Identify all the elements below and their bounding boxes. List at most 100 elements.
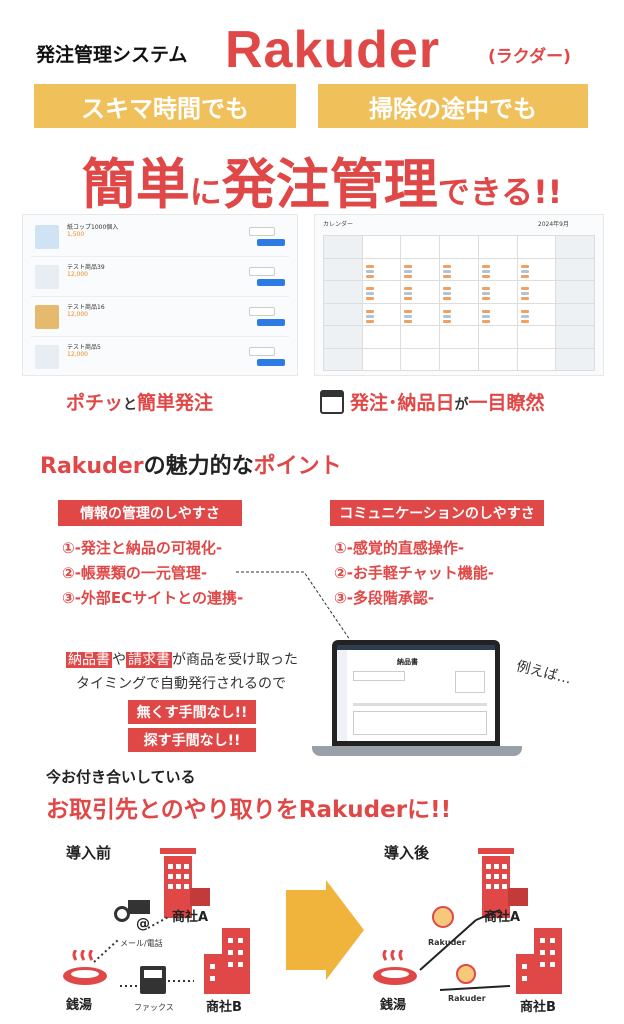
quantity-stepper[interactable] <box>249 307 275 316</box>
calendar-cell[interactable] <box>517 348 557 371</box>
rakuder-label: Rakuder <box>448 994 486 1003</box>
calendar-cell[interactable] <box>478 326 518 349</box>
calendar-mark <box>404 287 413 290</box>
caption-left: ポチッ と 簡単発注 <box>66 388 213 415</box>
calendar-mark <box>481 292 490 295</box>
headline-part: 簡単 <box>81 153 190 216</box>
calendar-cell[interactable] <box>556 348 595 371</box>
calendar-cell[interactable] <box>324 326 363 349</box>
add-to-cart-button[interactable] <box>257 319 285 326</box>
list-item: ①-発注と納品の可視化- <box>62 539 223 557</box>
bathhouse-label: 銭湯 <box>380 998 407 1013</box>
calendar-cell[interactable] <box>556 303 595 326</box>
quantity-stepper[interactable] <box>249 347 275 356</box>
fax-icon <box>140 966 166 994</box>
calendar-cell[interactable] <box>556 281 595 304</box>
company-b-label: 商社B <box>206 1000 242 1015</box>
calendar-mark <box>481 264 490 268</box>
calendar-cell[interactable] <box>401 236 441 259</box>
calendar-cell[interactable] <box>440 258 479 281</box>
calendar-mark <box>520 319 529 323</box>
calendar-mark <box>520 309 529 313</box>
calendar-cell[interactable] <box>362 303 402 326</box>
calendar-cell[interactable] <box>517 281 557 304</box>
list-item: ③-多段階承認- <box>334 589 435 607</box>
calendar-cell[interactable] <box>440 303 479 326</box>
calendar-cell[interactable] <box>324 348 363 371</box>
calendar-icon <box>320 390 344 414</box>
calendar-cell[interactable] <box>362 326 402 349</box>
arrow-right-icon <box>286 880 364 980</box>
calendar-mark <box>404 264 413 268</box>
highlight-word: 納品書 <box>66 652 112 668</box>
after-label: 導入後 <box>384 844 430 862</box>
calendar-cell[interactable] <box>324 281 363 304</box>
building-icon <box>468 848 528 918</box>
calendar-cell[interactable] <box>440 326 479 349</box>
list-item: ①-感覚的直感操作- <box>334 539 465 557</box>
calendar-cell[interactable] <box>517 326 557 349</box>
rakuder-logo-icon <box>456 964 476 984</box>
calendar-cell[interactable] <box>401 326 441 349</box>
partners-sub: 今お付き合いしている <box>46 768 196 786</box>
calendar-cell[interactable] <box>401 303 441 326</box>
calendar-cell[interactable] <box>478 258 518 281</box>
calendar-mark <box>520 297 529 300</box>
calendar-cell[interactable] <box>517 303 557 326</box>
calendar-cell[interactable] <box>440 348 479 371</box>
calendar-cell[interactable] <box>362 258 402 281</box>
calendar-cell[interactable] <box>478 236 518 259</box>
mail-phone-label: メール/電話 <box>120 939 163 948</box>
calendar-mark <box>443 287 452 290</box>
caption-part: ポチッ <box>66 392 124 414</box>
calendar-mark <box>365 297 374 300</box>
calendar-cell[interactable] <box>324 258 363 281</box>
calendar-cell[interactable] <box>556 258 595 281</box>
headline-part: 発注管理 <box>221 153 438 216</box>
calendar-mark <box>404 274 413 278</box>
add-to-cart-button[interactable] <box>257 359 285 366</box>
add-to-cart-button[interactable] <box>257 239 285 246</box>
calendar-cell[interactable] <box>556 326 595 349</box>
calendar-cell[interactable] <box>478 281 518 304</box>
calendar-mark <box>481 269 490 273</box>
product-price: 12,000 <box>67 271 88 278</box>
rakuder-logo-icon <box>432 906 454 928</box>
calendar-cell[interactable] <box>478 303 518 326</box>
banner-left: スキマ時間でも <box>34 84 296 128</box>
calendar-cell[interactable] <box>478 348 518 371</box>
calendar-cell[interactable] <box>362 348 402 371</box>
product-thumb <box>35 265 59 289</box>
calendar-mark <box>481 287 490 290</box>
calendar-mark <box>404 314 413 318</box>
calendar-cell[interactable] <box>440 236 479 259</box>
calendar-mark <box>520 287 529 290</box>
calendar-mark <box>520 264 529 268</box>
calendar-mark <box>404 292 413 295</box>
points-title-mid: の魅力的な <box>143 454 254 479</box>
calendar-mark <box>443 297 452 300</box>
calendar-cell[interactable] <box>362 236 402 259</box>
quantity-stepper[interactable] <box>249 267 275 276</box>
product-name: 紙コップ1000個入 <box>67 224 119 231</box>
brand-kana: (ラクダー) <box>488 47 571 67</box>
calendar-cell[interactable] <box>324 236 363 259</box>
calendar-cell[interactable] <box>401 258 441 281</box>
caption-part: 一目瞭然 <box>468 392 545 414</box>
invoice-description: 納品書や請求書が商品を受け取った タイミングで自動発行されるので <box>66 648 298 696</box>
calendar-cell[interactable] <box>440 281 479 304</box>
add-to-cart-button[interactable] <box>257 279 285 286</box>
calendar-cell[interactable] <box>401 281 441 304</box>
calendar-mark <box>443 269 452 273</box>
calendar-cell[interactable] <box>517 258 557 281</box>
calendar-mark <box>481 309 490 313</box>
left-heading: 情報の管理のしやすさ <box>58 500 242 526</box>
calendar-cell[interactable] <box>556 236 595 259</box>
quantity-stepper[interactable] <box>249 227 275 236</box>
calendar-cell[interactable] <box>324 303 363 326</box>
tag-no-search: 探す手間なし!! <box>128 728 256 752</box>
calendar-cell[interactable] <box>362 281 402 304</box>
calendar-cell[interactable] <box>517 236 557 259</box>
calendar-cell[interactable] <box>401 348 441 371</box>
list-item: ③-外部ECサイトとの連携- <box>62 589 244 607</box>
